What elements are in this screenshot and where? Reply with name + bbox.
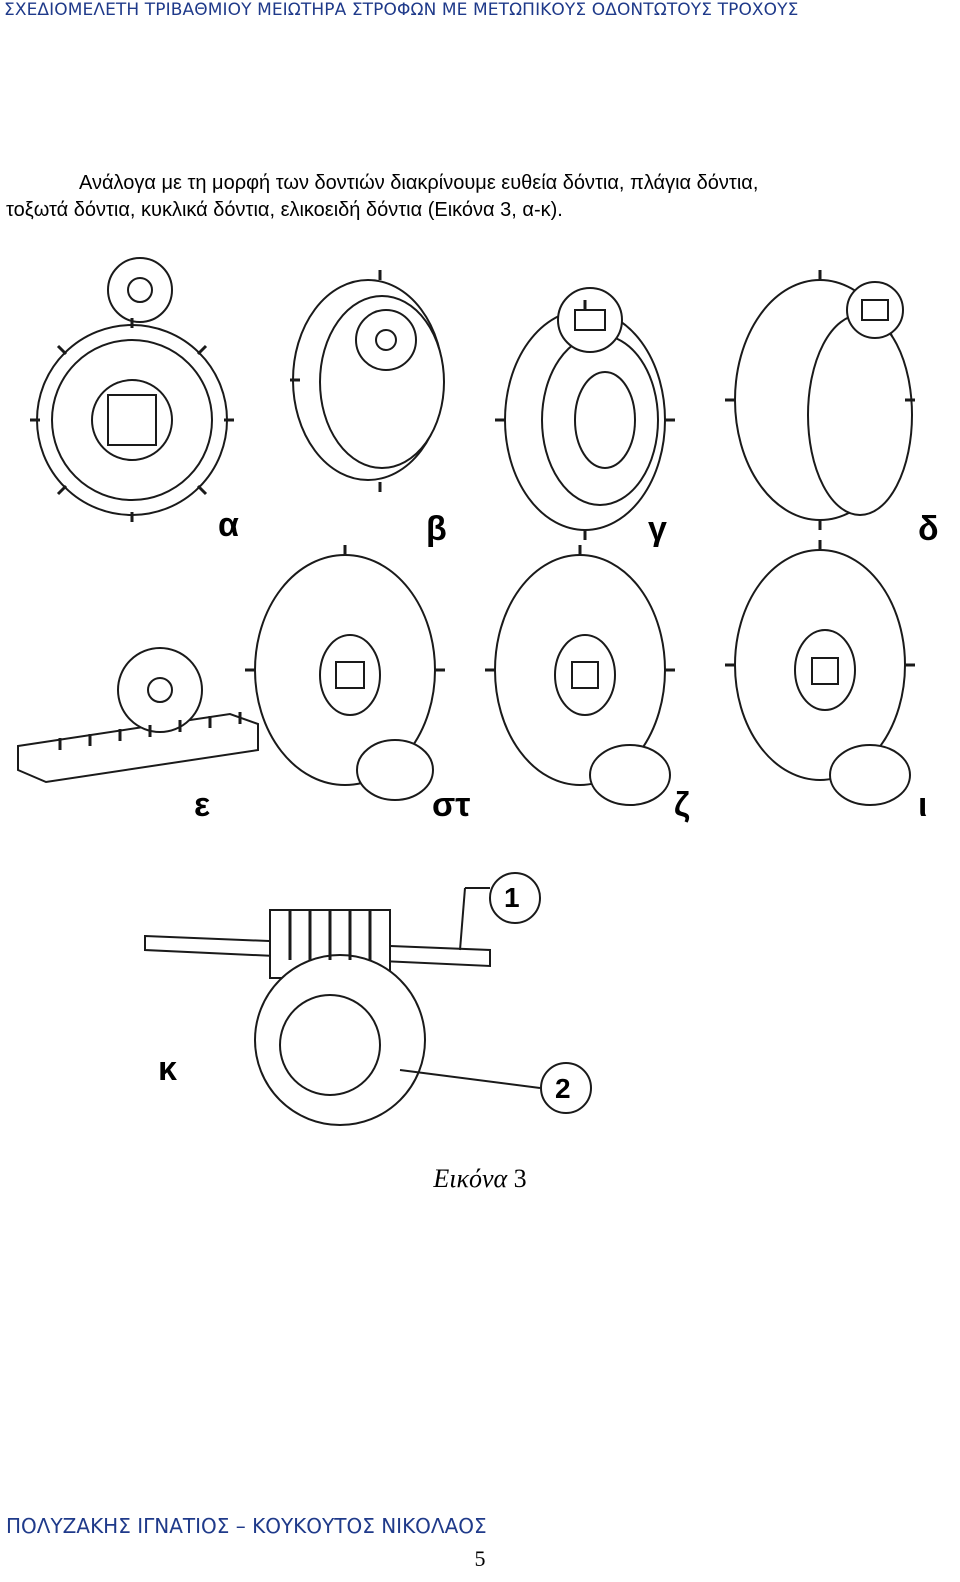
- worm-drive-drawing: [144, 872, 592, 1126]
- label-gamma: γ: [648, 510, 667, 548]
- running-header: ΣΧΕΔΙΟΜΕΛΕΤΗ ΤΡΙΒΑΘΜΙΟΥ ΜΕΙΩΤΗΡΑ ΣΤΡΟΦΩΝ…: [4, 0, 799, 20]
- label-kappa: κ: [158, 1050, 177, 1088]
- label-epsilon: ε: [194, 786, 211, 824]
- label-iota: ι: [918, 786, 928, 824]
- gear-types-figure: α β γ δ ε στ ζ ι κ 1 2: [0, 250, 960, 1170]
- rack-pinion-drawing: [17, 647, 259, 784]
- footer-authors: ΠΟΛΥΖΑΚΗΣ ΙΓΝΑΤΙΟΣ – ΚΟΥΚΟΥΤΟΣ ΝΙΚΟΛΑΟΣ: [6, 1514, 487, 1538]
- figure-caption: Εικόνα 3: [0, 1164, 960, 1194]
- bevel-gear-straight-drawing: [254, 554, 436, 801]
- callout-2: 2: [555, 1073, 571, 1104]
- caption-number: 3: [513, 1164, 527, 1193]
- spur-gear-drawing: [36, 257, 228, 516]
- bevel-gear-spiral-drawing: [494, 554, 671, 806]
- paragraph-line-1: Ανάλογα με τη μορφή των δοντιών διακρίνο…: [79, 172, 759, 194]
- gear-drawings: [17, 257, 915, 1126]
- bevel-gear-helical-drawing: [734, 549, 911, 806]
- label-alpha: α: [218, 506, 239, 544]
- label-delta: δ: [918, 510, 939, 548]
- body-paragraph: Ανάλογα με τη μορφή των δοντιών διακρίνο…: [6, 170, 926, 224]
- caption-word: Εικόνα: [433, 1164, 508, 1193]
- page-number: 5: [474, 1546, 486, 1571]
- label-zeta: ζ: [674, 786, 690, 824]
- paragraph-line-2: τοξωτά δόντια, κυκλικά δόντια, ελικοειδή…: [6, 199, 563, 221]
- label-stigma: στ: [432, 786, 471, 824]
- internal-gear-drawing: [292, 279, 445, 481]
- helical-gear-drawing: [504, 287, 666, 531]
- label-beta: β: [426, 510, 447, 548]
- callout-1: 1: [504, 882, 520, 913]
- herringbone-gear-drawing: [734, 279, 913, 521]
